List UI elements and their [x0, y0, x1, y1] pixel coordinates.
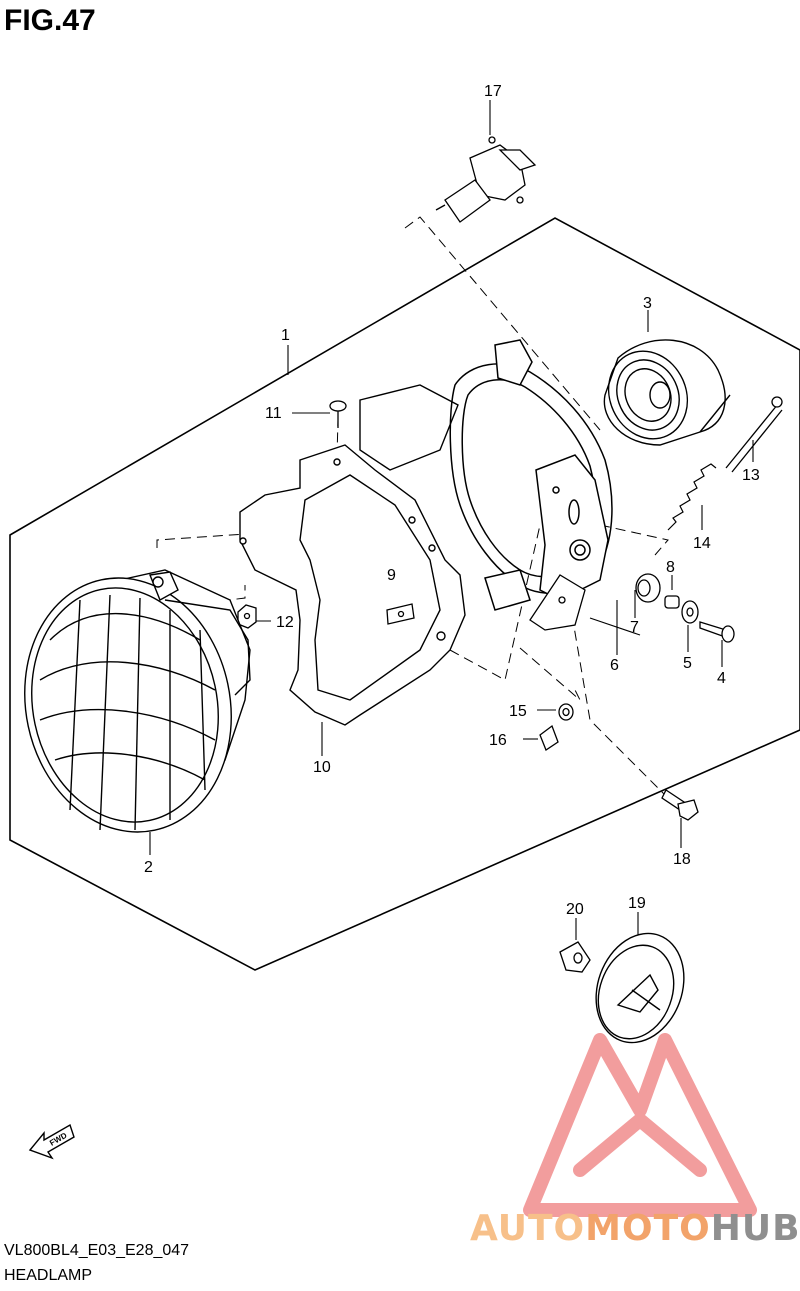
headlamp-frame — [449, 339, 613, 611]
grommet-part-15 — [558, 703, 574, 721]
callout-16: 16 — [489, 732, 507, 749]
nut-plate-part-9 — [386, 603, 415, 625]
callout-9: 9 — [387, 567, 396, 584]
callout-12: 12 — [276, 614, 294, 631]
callout-19: 19 — [628, 895, 646, 912]
callout-11: 11 — [265, 405, 282, 422]
callout-14: 14 — [693, 535, 711, 552]
bolt-part-18 — [661, 789, 699, 821]
watermark-logo-icon — [523, 1033, 757, 1217]
collar-part-16 — [539, 724, 559, 751]
callout-6: 6 — [610, 657, 619, 674]
mounting-bracket-part-10 — [239, 384, 466, 726]
nut-part-12 — [237, 604, 257, 629]
bolt-part-4 — [699, 621, 735, 643]
callout-7: 7 — [630, 619, 639, 636]
callout-15: 15 — [509, 703, 527, 720]
collar-part-8 — [664, 595, 680, 609]
screw-part-11 — [329, 400, 347, 428]
callout-2: 2 — [144, 859, 153, 876]
leader-lines — [149, 100, 754, 940]
grommet-part-20 — [559, 941, 591, 973]
headlamp-unit-part-2 — [24, 569, 251, 833]
callout-17: 17 — [484, 83, 502, 100]
callout-20: 20 — [566, 901, 584, 918]
watermark-text: AUTOMOTOHUB — [470, 1208, 800, 1249]
callout-5: 5 — [683, 655, 692, 672]
fwd-arrow-icon: FWD — [28, 1123, 75, 1160]
spring-part-14 — [667, 463, 717, 531]
watermark-moto: MOTO — [585, 1208, 711, 1249]
cap-part-19 — [595, 932, 685, 1044]
callout-13: 13 — [742, 467, 760, 484]
callout-4: 4 — [717, 670, 726, 687]
callout-8: 8 — [666, 559, 675, 576]
callout-18: 18 — [673, 851, 691, 868]
callout-10: 10 — [313, 759, 331, 776]
headlamp-housing-part-3 — [603, 339, 731, 446]
callout-3: 3 — [643, 295, 652, 312]
adjust-screw-part-13 — [725, 396, 783, 473]
diagram-caption: HEADLAMP — [4, 1267, 93, 1284]
callout-numbers: 1 2 3 4 5 6 7 8 9 10 11 12 13 14 15 16 1… — [144, 83, 760, 918]
assembly-outline — [9, 217, 800, 971]
bulb-part-17 — [435, 136, 537, 223]
bracket-part-6 — [529, 574, 586, 631]
watermark-auto: AUTO — [470, 1208, 586, 1249]
model-code: VL800BL4_E03_E28_047 — [4, 1242, 190, 1259]
callout-1: 1 — [281, 327, 290, 344]
watermark-hub: HUB — [710, 1208, 800, 1249]
figure-title: FIG.47 — [4, 4, 96, 37]
grommet-part-7 — [635, 573, 661, 603]
washer-part-5 — [681, 600, 699, 624]
